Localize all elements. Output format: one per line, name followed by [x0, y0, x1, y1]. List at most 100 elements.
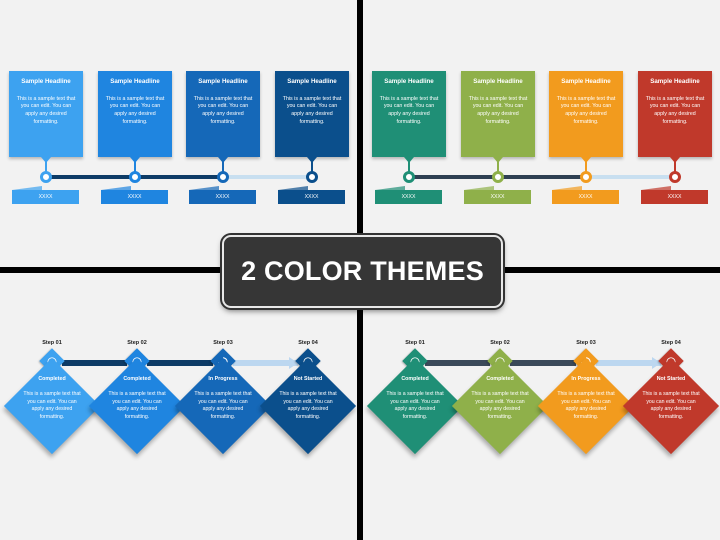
- footer-fold: [464, 186, 494, 190]
- step-number-label: Step 04: [661, 340, 681, 346]
- step-number-label: Step 02: [127, 340, 147, 346]
- card-headline: Sample Headline: [561, 78, 611, 85]
- timeline-segment: [135, 175, 223, 179]
- step-body: This is a sample text that you can edit.…: [557, 391, 615, 420]
- timeline-stem: [134, 157, 136, 174]
- footer-fold: [641, 186, 671, 190]
- card-headline: Sample Headline: [21, 78, 71, 85]
- step-number-label: Step 04: [298, 340, 318, 346]
- step-status: In Progress: [208, 376, 238, 382]
- timeline-segment: [223, 175, 312, 179]
- step-number-label: Step 01: [42, 340, 62, 346]
- timeline-milestone-dot: [40, 171, 52, 183]
- card-footer-label: XXXX: [375, 190, 442, 204]
- step-connector: [62, 360, 127, 366]
- card-body: This is a sample text that you can edit.…: [468, 95, 528, 125]
- step-status: Completed: [401, 376, 429, 382]
- step-status: Completed: [486, 376, 514, 382]
- timeline-stem: [585, 157, 587, 174]
- step-status: In Progress: [571, 376, 601, 382]
- step-status: Completed: [123, 376, 151, 382]
- footer-fold: [12, 186, 42, 190]
- timeline-milestone-dot: [217, 171, 229, 183]
- card-footer-label: XXXX: [189, 190, 256, 204]
- footer-fold: [552, 186, 582, 190]
- footer-fold: [278, 186, 308, 190]
- card-footer-label: XXXX: [464, 190, 531, 204]
- card-body: This is a sample text that you can edit.…: [282, 95, 342, 125]
- step-connector: [425, 360, 490, 366]
- card-body: This is a sample text that you can edit.…: [16, 95, 76, 125]
- step-number-label: Step 03: [576, 340, 596, 346]
- timeline-milestone-dot: [403, 171, 415, 183]
- card-headline: Sample Headline: [287, 78, 337, 85]
- step-number-label: Step 03: [213, 340, 233, 346]
- card-headline: Sample Headline: [650, 78, 700, 85]
- timeline-milestone-dot: [306, 171, 318, 183]
- step-body: This is a sample text that you can edit.…: [108, 391, 166, 420]
- timeline-stem: [497, 157, 499, 174]
- timeline-segment: [586, 175, 675, 179]
- timeline-stem: [311, 157, 313, 174]
- step-body: This is a sample text that you can edit.…: [642, 391, 700, 420]
- card-footer-label: XXXX: [552, 190, 619, 204]
- step-body: This is a sample text that you can edit.…: [23, 391, 81, 420]
- footer-fold: [375, 186, 405, 190]
- step-body: This is a sample text that you can edit.…: [279, 391, 337, 420]
- step-status: Not Started: [293, 376, 323, 382]
- timeline-stem: [222, 157, 224, 174]
- card-body: This is a sample text that you can edit.…: [193, 95, 253, 125]
- step-body: This is a sample text that you can edit.…: [386, 391, 444, 420]
- timeline-stem: [674, 157, 676, 174]
- timeline-milestone-dot: [129, 171, 141, 183]
- card-headline: Sample Headline: [473, 78, 523, 85]
- step-arrowhead: [289, 357, 298, 369]
- card-body: This is a sample text that you can edit.…: [105, 95, 165, 125]
- step-connector: [596, 360, 661, 366]
- timeline-segment: [409, 175, 498, 179]
- step-body: This is a sample text that you can edit.…: [471, 391, 529, 420]
- step-body: This is a sample text that you can edit.…: [194, 391, 252, 420]
- banner-title: 2 COLOR THEMES: [241, 256, 484, 286]
- step-arrowhead: [652, 357, 661, 369]
- timeline-milestone-dot: [492, 171, 504, 183]
- timeline-milestone-dot: [580, 171, 592, 183]
- step-connector: [233, 360, 298, 366]
- card-body: This is a sample text that you can edit.…: [379, 95, 439, 125]
- timeline-segment: [498, 175, 586, 179]
- timeline-stem: [408, 157, 410, 174]
- color-themes-banner: 2 COLOR THEMES: [222, 235, 503, 308]
- timeline-segment: [46, 175, 135, 179]
- step-status: Not Started: [656, 376, 686, 382]
- card-footer-label: XXXX: [12, 190, 79, 204]
- step-number-label: Step 02: [490, 340, 510, 346]
- card-body: This is a sample text that you can edit.…: [556, 95, 616, 125]
- footer-fold: [101, 186, 131, 190]
- card-footer-label: XXXX: [641, 190, 708, 204]
- step-number-label: Step 01: [405, 340, 425, 346]
- step-connector: [147, 360, 213, 366]
- footer-fold: [189, 186, 219, 190]
- card-headline: Sample Headline: [384, 78, 434, 85]
- card-footer-label: XXXX: [278, 190, 345, 204]
